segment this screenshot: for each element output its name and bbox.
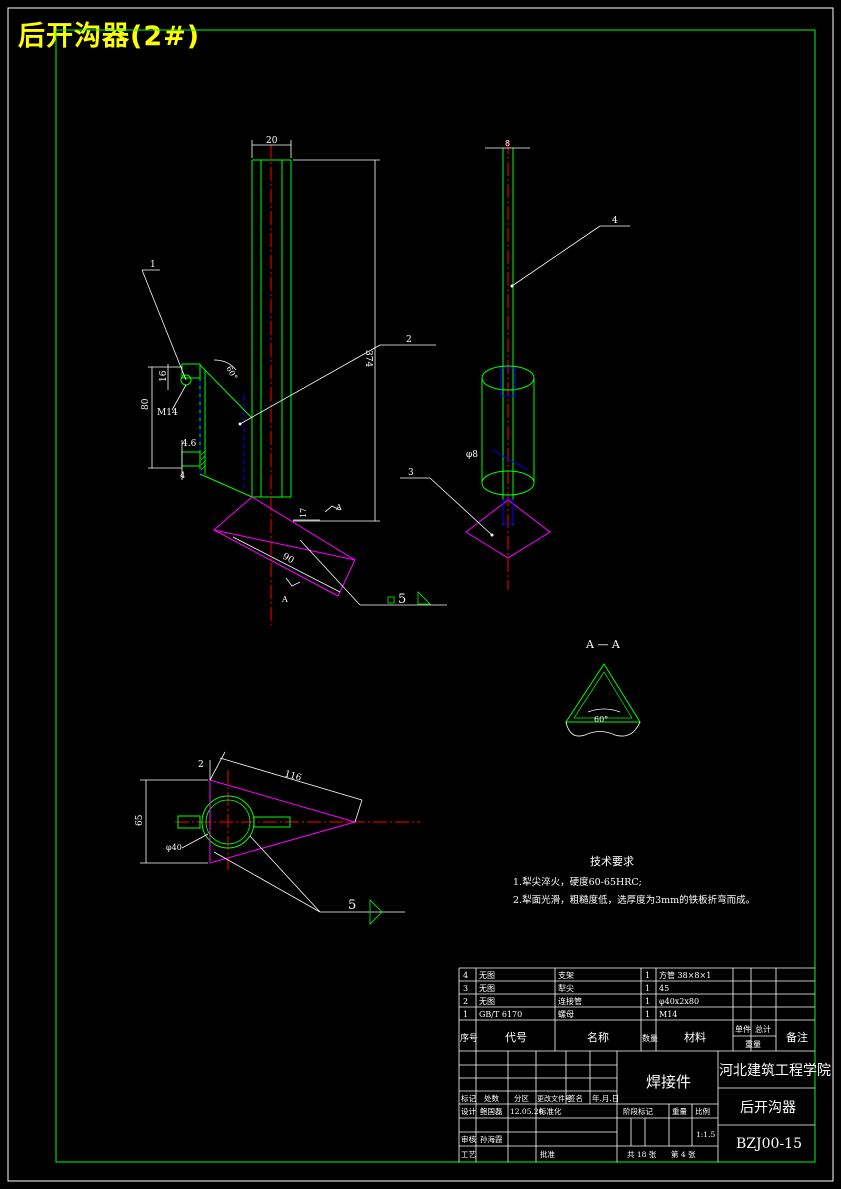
part-row-1-qty: 1 bbox=[645, 1010, 650, 1019]
tech-line-2: 2.犁面光滑，粗糙度低，选厚度为3mm的铁板折弯而成。 bbox=[513, 894, 755, 906]
hdr-name: 名称 bbox=[587, 1030, 609, 1044]
side-view: 8 φ8 4 3 bbox=[400, 139, 630, 590]
balloon-1: 1 bbox=[150, 260, 156, 270]
dim-m14: M14 bbox=[157, 408, 178, 418]
part-row-2-name: 连接管 bbox=[558, 996, 582, 1006]
part-row-3-code: 无图 bbox=[479, 984, 495, 993]
tb-weight: 重量 bbox=[672, 1107, 687, 1116]
school-name: 河北建筑工程学院 bbox=[719, 1063, 831, 1079]
dim-17: 17 bbox=[299, 508, 308, 518]
weld-size-top: 5 bbox=[348, 898, 356, 913]
tech-line-1: 1.犁尖淬火，硬度60-65HRC; bbox=[513, 876, 642, 888]
hdr-material: 材料 bbox=[684, 1030, 706, 1044]
part-row-2-no: 2 bbox=[463, 997, 468, 1006]
tb-zone: 分区 bbox=[514, 1094, 529, 1103]
title-block-text: 焊接件 河北建筑工程学院 后开沟器 BZJ00-15 标记 处数 分区 更改文件… bbox=[461, 1063, 831, 1159]
tb-total-sheets: 共 18 张 bbox=[627, 1150, 657, 1159]
dim-height: 374 bbox=[363, 350, 373, 367]
part-row-2-qty: 1 bbox=[645, 997, 650, 1006]
tb-process: 工艺 bbox=[461, 1150, 476, 1159]
dim-80: 80 bbox=[141, 398, 151, 410]
hdr-no: 序号 bbox=[460, 1032, 478, 1044]
balloon-3: 3 bbox=[408, 468, 414, 478]
top-view: 116 65 2 φ40 5 bbox=[135, 751, 420, 925]
hdr-weight: 重量 bbox=[745, 1039, 761, 1049]
part-row-4-qty: 1 bbox=[645, 971, 650, 980]
part-row-4-name: 支架 bbox=[558, 970, 574, 980]
dim-16: 16 bbox=[159, 370, 169, 382]
balloon-2: 2 bbox=[406, 335, 412, 345]
part-name: 后开沟器 bbox=[740, 1100, 796, 1116]
tb-sign: 签名 bbox=[568, 1093, 583, 1103]
tb-review: 审核 bbox=[461, 1134, 476, 1144]
tb-scale: 1:1.5 bbox=[696, 1130, 715, 1139]
part-row-3-name: 犁尖 bbox=[558, 983, 574, 993]
tb-std: 标准化 bbox=[539, 1106, 562, 1116]
tb-date: 年.月.日 bbox=[592, 1093, 619, 1103]
dim-phi40: φ40 bbox=[166, 843, 182, 852]
weld-size-front: 5 bbox=[398, 592, 406, 607]
tb-stage-mark: 阶段标记 bbox=[623, 1106, 653, 1116]
dim-90: 90 bbox=[281, 552, 296, 566]
tb-design-date: 12.05.20 bbox=[510, 1107, 544, 1116]
tech-requirements: 技术要求 1.犁尖淬火，硬度60-65HRC; 2.犁面光滑，粗糙度低，选厚度为… bbox=[513, 855, 755, 906]
part-row-3-qty: 1 bbox=[645, 984, 650, 993]
dim-65: 65 bbox=[135, 814, 145, 826]
front-view: 20 374 80 16 M14 4.6 4 60° bbox=[141, 136, 447, 625]
dim-116: 116 bbox=[283, 769, 303, 783]
dim-2: 2 bbox=[198, 760, 204, 770]
drawing-type: 焊接件 bbox=[646, 1073, 691, 1091]
tech-title: 技术要求 bbox=[590, 855, 634, 868]
part-row-2-code: 无图 bbox=[479, 997, 495, 1006]
title-block-grid bbox=[459, 1051, 815, 1162]
balloon-4: 4 bbox=[612, 216, 618, 226]
hdr-single: 单件 bbox=[735, 1024, 751, 1034]
parts-list bbox=[458, 967, 815, 1162]
hdr-total: 总计 bbox=[755, 1024, 771, 1034]
tb-reviewer: 孙海霞 bbox=[480, 1134, 503, 1144]
dim-angle: 60° bbox=[224, 365, 239, 382]
section-label: A — A bbox=[585, 638, 621, 651]
dim-section-angle: 60° bbox=[594, 715, 608, 724]
parts-rows: 4 无图 支架 1 方管 38×8×1 3 无图 犁尖 1 45 2 无图 连接… bbox=[463, 970, 711, 1019]
inner-border bbox=[55, 29, 816, 1163]
part-row-4-code: 无图 bbox=[479, 971, 495, 980]
tb-design: 设计 bbox=[461, 1106, 476, 1116]
parts-header: 序号 代号 名称 数量 材料 单件 总计 重量 备注 bbox=[460, 1024, 808, 1049]
hdr-remark: 备注 bbox=[786, 1030, 808, 1044]
section-arrow-a-top: A bbox=[335, 503, 342, 512]
part-row-4-material: 方管 38×8×1 bbox=[659, 970, 711, 980]
part-row-2-material: φ40x2x80 bbox=[659, 997, 699, 1006]
tb-designer: 鲍国磊 bbox=[480, 1106, 503, 1116]
part-row-1-name: 螺母 bbox=[558, 1009, 574, 1019]
part-row-1-material: M14 bbox=[659, 1010, 677, 1019]
part-row-1-no: 1 bbox=[463, 1010, 468, 1019]
part-row-3-material: 45 bbox=[659, 984, 669, 993]
section-a-a: A — A 60° bbox=[565, 638, 641, 737]
hdr-code: 代号 bbox=[505, 1031, 527, 1044]
sheet-title: 后开沟器(2#) bbox=[18, 21, 201, 52]
outer-frame bbox=[7, 7, 834, 1182]
dim-4: 4 bbox=[180, 471, 185, 480]
tb-mark: 标记 bbox=[461, 1093, 476, 1103]
tb-count: 处数 bbox=[484, 1093, 499, 1103]
hdr-qty: 数量 bbox=[642, 1033, 658, 1043]
dim-phi8: φ8 bbox=[466, 450, 478, 460]
drawing-number: BZJ00-15 bbox=[736, 1136, 802, 1152]
tb-change-doc: 更改文件号 bbox=[537, 1094, 572, 1103]
dim-shank-width: 8 bbox=[505, 139, 510, 148]
part-row-1-code: GB/T 6170 bbox=[479, 1010, 522, 1019]
dim-4-6: 4.6 bbox=[182, 439, 197, 449]
part-row-3-no: 3 bbox=[463, 984, 468, 993]
tb-sheet-no: 第 4 张 bbox=[671, 1149, 696, 1159]
section-arrow-a-bottom: A bbox=[281, 595, 288, 604]
dim-top-width: 20 bbox=[266, 136, 278, 146]
tb-ratio: 比例 bbox=[695, 1106, 710, 1116]
tb-approve: 批准 bbox=[540, 1149, 555, 1159]
part-row-4-no: 4 bbox=[463, 971, 468, 980]
